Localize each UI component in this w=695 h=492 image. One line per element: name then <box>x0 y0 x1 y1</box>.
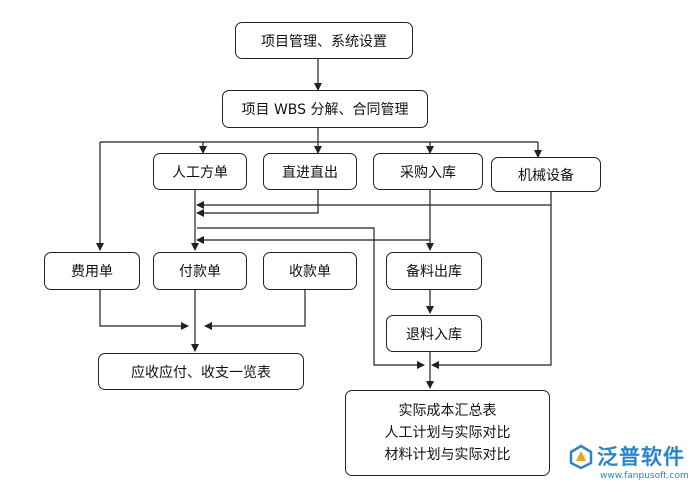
node-purchase: 采购入库 <box>373 153 483 190</box>
brand-logo: 泛普软件 <box>568 444 685 470</box>
arrow-receipt-to-summary <box>204 290 306 330</box>
node-return-in-label: 退料入库 <box>406 326 462 343</box>
node-machine: 机械设备 <box>491 157 601 192</box>
line-loop-to-cost <box>197 227 420 366</box>
node-expense-label: 费用单 <box>71 264 113 280</box>
node-expense: 费用单 <box>44 252 140 290</box>
arrow-machine-to-payment <box>196 192 552 209</box>
node-labor: 人工方单 <box>153 153 247 190</box>
logo-mark-icon <box>569 444 593 470</box>
cost-summary-line2: 人工计划与实际对比 <box>384 425 511 441</box>
node-receipt-label: 收款单 <box>289 264 331 280</box>
node-direct: 直进直出 <box>263 153 357 190</box>
node-stock-out: 备料出库 <box>386 252 482 290</box>
node-wbs-label: 项目 WBS 分解、合同管理 <box>241 102 409 118</box>
node-return-in: 退料入库 <box>386 315 482 352</box>
node-summary-table-label: 应收应付、收支一览表 <box>131 364 271 381</box>
node-labor-label: 人工方单 <box>172 164 228 181</box>
node-cost-summary: 实际成本汇总表 人工计划与实际对比 材料计划与实际对比 <box>345 390 550 476</box>
node-machine-label: 机械设备 <box>518 167 574 184</box>
node-summary-table: 应收应付、收支一览表 <box>98 353 304 390</box>
cost-summary-line3: 材料计划与实际对比 <box>384 447 511 463</box>
node-stock-out-label: 备料出库 <box>406 264 462 280</box>
node-project-management: 项目管理、系统设置 <box>235 22 413 59</box>
arrow-expense-to-summary <box>99 290 189 330</box>
brand-url: www.fanpusoft.com <box>600 471 689 481</box>
cost-summary-line1: 实际成本汇总表 <box>398 403 497 419</box>
node-purchase-label: 采购入库 <box>400 164 456 181</box>
node-project-management-label: 项目管理、系统设置 <box>261 33 387 50</box>
brand-name: 泛普软件 <box>597 445 685 469</box>
arrow-direct-to-payment <box>196 190 319 217</box>
arrow-machine-to-cost <box>431 205 552 369</box>
node-payment: 付款单 <box>153 252 247 290</box>
node-direct-label: 直进直出 <box>282 164 338 181</box>
node-payment-label: 付款单 <box>179 264 221 280</box>
node-receipt: 收款单 <box>263 252 357 290</box>
node-wbs: 项目 WBS 分解、合同管理 <box>222 90 428 128</box>
